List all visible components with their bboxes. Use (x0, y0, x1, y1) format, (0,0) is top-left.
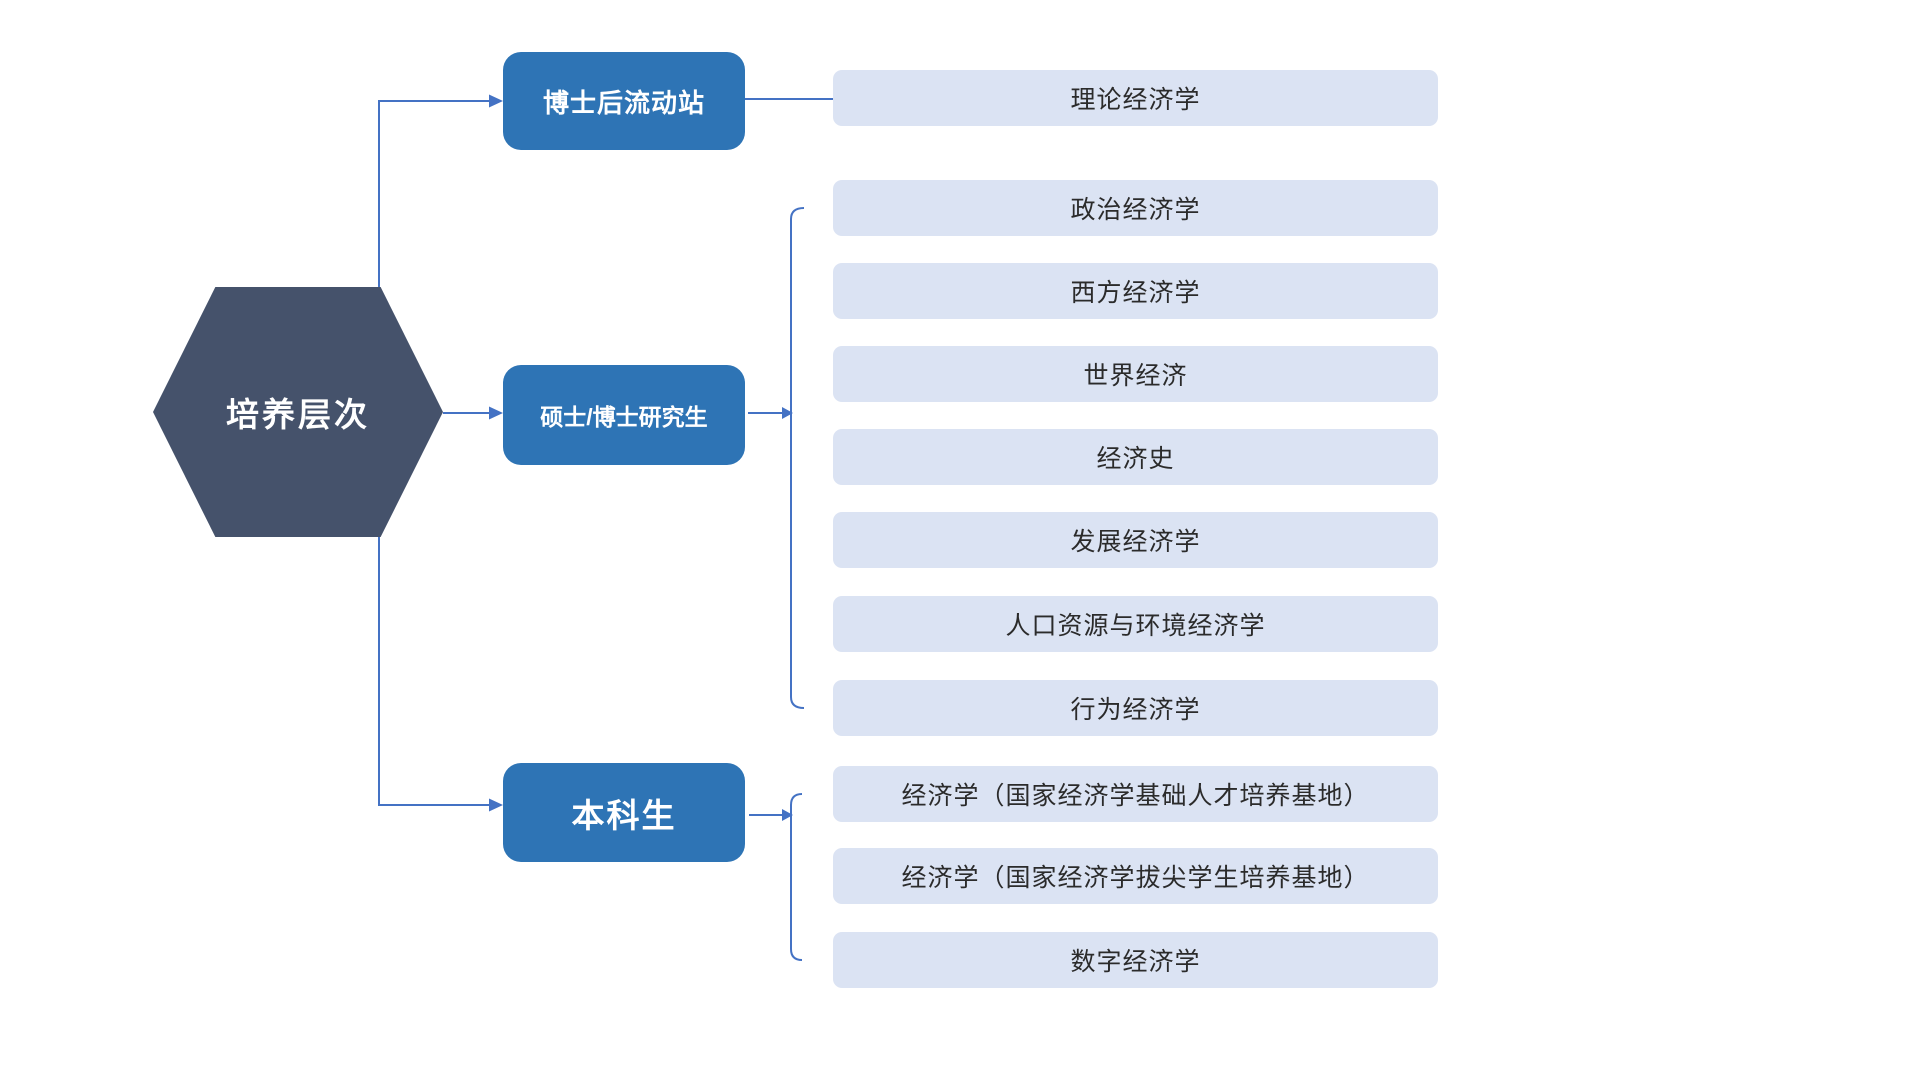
arrowhead-graduate (489, 406, 503, 420)
bracket-graduate (790, 207, 805, 709)
branch-box-undergraduate: 本科生 (503, 763, 745, 862)
connector-trunk-top (378, 100, 489, 287)
program-item: 人口资源与环境经济学 (833, 596, 1438, 652)
root-hexagon: 培养层次 (153, 287, 443, 537)
program-item: 经济学（国家经济学基础人才培养基地） (833, 766, 1438, 822)
branch-label-graduate: 硕士/博士研究生 (540, 404, 708, 430)
program-item: 理论经济学 (833, 70, 1438, 126)
arrowhead-undergrad (489, 798, 503, 812)
arrowhead-postdoc (489, 94, 503, 108)
branch-label-postdoc: 博士后流动站 (542, 87, 705, 118)
program-item: 经济学（国家经济学拔尖学生培养基地） (833, 848, 1438, 904)
program-item: 政治经济学 (833, 180, 1438, 236)
bracket-undergrad (790, 793, 803, 961)
arrowhead-undergrad-bracket (782, 809, 793, 821)
program-item: 发展经济学 (833, 512, 1438, 568)
root-label: 培养层次 (226, 396, 370, 433)
arrowhead-graduate-bracket (782, 407, 793, 419)
connector-trunk-bottom (378, 537, 489, 806)
program-item: 经济史 (833, 429, 1438, 485)
program-item: 数字经济学 (833, 932, 1438, 988)
program-item: 行为经济学 (833, 680, 1438, 736)
program-item: 西方经济学 (833, 263, 1438, 319)
program-item: 世界经济 (833, 346, 1438, 402)
branch-box-graduate: 硕士/博士研究生 (503, 365, 745, 465)
branch-box-postdoc: 博士后流动站 (503, 52, 745, 150)
branch-label-undergraduate: 本科生 (571, 796, 677, 834)
